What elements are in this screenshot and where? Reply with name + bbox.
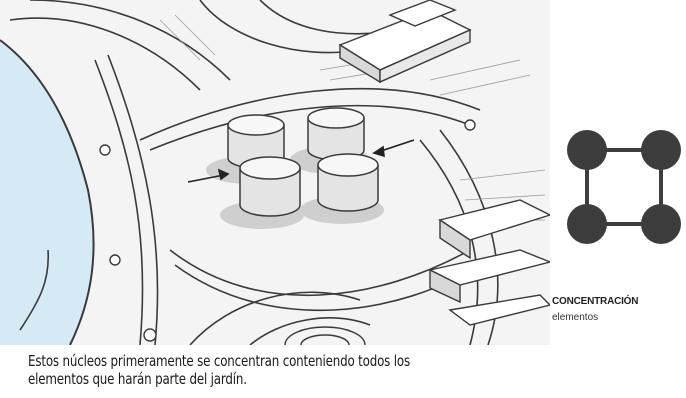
- caption-text: Estos núcleos primeramente se concentran…: [28, 352, 468, 388]
- node-top-left: [567, 130, 607, 170]
- node-top-right: [641, 130, 681, 170]
- node-bottom-left: [567, 204, 607, 244]
- cylinder-2: [307, 107, 365, 161]
- path-markers: [99, 119, 476, 342]
- legend-subtitle: elementos: [552, 312, 599, 323]
- square-connector: [585, 148, 663, 226]
- concentration-diagram: [567, 130, 681, 244]
- cylinder-3: [239, 156, 301, 217]
- arrow-left: [187, 168, 230, 183]
- arrow-right: [372, 139, 415, 158]
- lake-area: [0, 40, 94, 345]
- caption-band: [0, 345, 550, 398]
- caption-line-2: elementos que harán parte del jardín.: [28, 370, 247, 388]
- caption-line-1: Estos núcleos primeramente se concentran…: [28, 352, 410, 370]
- legend-panel: [550, 0, 686, 398]
- node-bottom-right: [641, 204, 681, 244]
- cylinder-group: [206, 107, 384, 229]
- path-lines: [9, 0, 499, 346]
- cylinder-4: [317, 153, 379, 212]
- buildings-top: [338, 0, 472, 84]
- legend-title: CONCENTRACIÓN: [552, 296, 639, 307]
